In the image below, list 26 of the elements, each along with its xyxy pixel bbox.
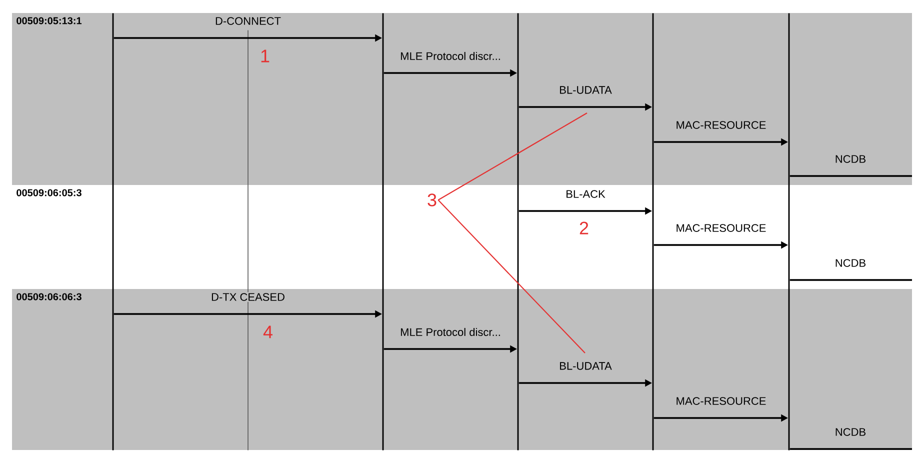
edge-label: MAC-RESOURCE [674, 396, 768, 406]
edge-label: BL-UDATA [558, 85, 613, 95]
message-line [790, 279, 912, 281]
edge-label: MAC-RESOURCE [674, 120, 768, 130]
message-line [790, 448, 912, 450]
message-line [790, 175, 912, 177]
callout-number: 2 [580, 222, 588, 234]
edge-label: NCDB [834, 154, 868, 164]
edge-label: D-TX CEASED [210, 292, 286, 302]
edge-label: NCDB [834, 427, 868, 437]
lifeline [112, 13, 114, 450]
edge-label: MLE Protocol discr... [399, 326, 502, 338]
timestamp: 00509:06:06:3 [16, 293, 82, 300]
edge-label: BL-UDATA [558, 361, 613, 371]
callout-number: 3 [428, 194, 436, 206]
edge-label: NCDB [834, 258, 868, 268]
callout-number: 1 [261, 50, 270, 62]
edge-label: MAC-RESOURCE [674, 223, 768, 233]
leader-line [438, 200, 586, 354]
edge-label: MLE Protocol discr... [399, 50, 502, 62]
timestamp: 00509:05:13:1 [16, 17, 82, 24]
timestamp: 00509:06:05:3 [16, 189, 82, 196]
leader-line [438, 112, 588, 200]
callout-number: 4 [263, 326, 272, 338]
edge-label: D-CONNECT [214, 16, 282, 26]
edge-label: BL-ACK [564, 189, 606, 199]
